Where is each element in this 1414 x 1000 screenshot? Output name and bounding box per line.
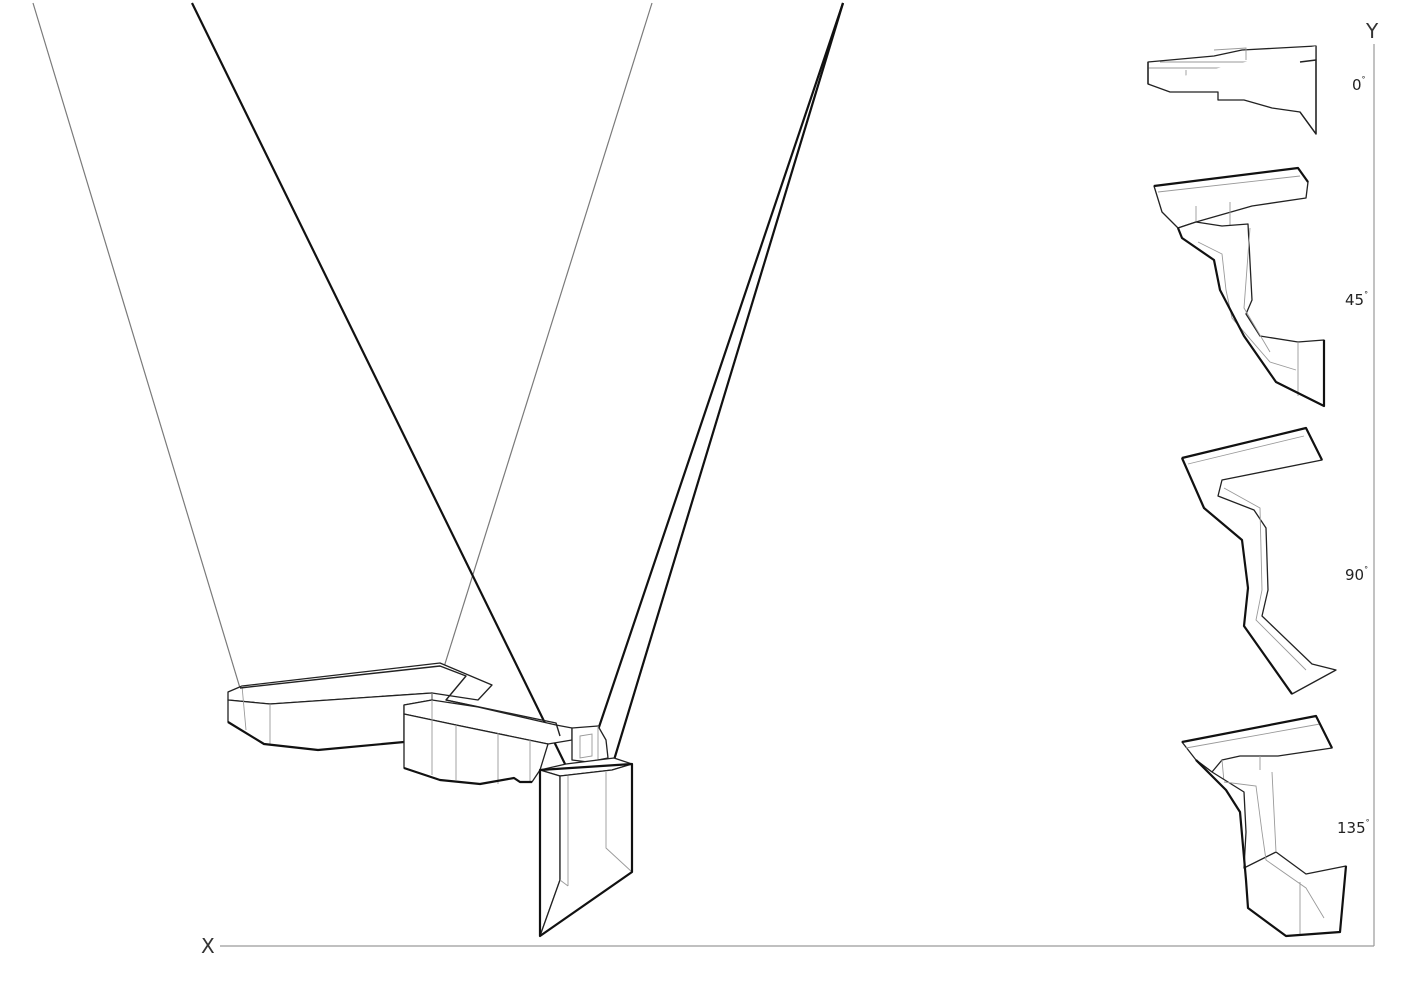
projection-line-main [191, 2, 567, 767]
middle-block-base [403, 766, 532, 786]
view-45-angle: 45° [1345, 290, 1368, 309]
prism-outline [538, 762, 634, 938]
view-135-body [1195, 759, 1347, 937]
view-90-angle: 90° [1345, 565, 1368, 584]
view-135-top [1181, 715, 1333, 773]
rotation-view-90 [1180, 426, 1337, 695]
view-90-inner [1187, 435, 1307, 671]
middle-block-inner [431, 700, 531, 784]
middle-block-rail [445, 699, 561, 737]
view-45-inner [1197, 227, 1299, 396]
view-90-shape [1181, 427, 1337, 695]
view-45-outline [1153, 166, 1326, 408]
projection-line-right-b [612, 2, 845, 761]
rotation-view-45 [1153, 166, 1326, 408]
x-axis-label: X [201, 934, 215, 958]
view-90-outline [1180, 426, 1323, 695]
projection-line-right-a [596, 2, 845, 731]
main-structure [227, 662, 634, 938]
tower-detail [579, 726, 599, 760]
rotation-view-0 [1147, 45, 1317, 135]
view-135-top-inner [1185, 723, 1321, 783]
view-135-outline [1181, 714, 1348, 938]
projection-line-left-inner [443, 2, 653, 668]
axes: X Y [201, 19, 1379, 958]
y-axis-label: Y [1365, 19, 1379, 43]
view-135-inner [1223, 771, 1325, 934]
projection-lines [32, 2, 845, 767]
view-0-angle: 0° [1352, 75, 1366, 94]
view-135-angle: 135° [1337, 818, 1370, 837]
prism-inner-lines [559, 772, 633, 887]
projection-line-left-outer [32, 2, 241, 689]
rotation-view-135 [1181, 714, 1348, 938]
view-0-outline [1147, 59, 1317, 135]
left-box-base [227, 721, 405, 752]
